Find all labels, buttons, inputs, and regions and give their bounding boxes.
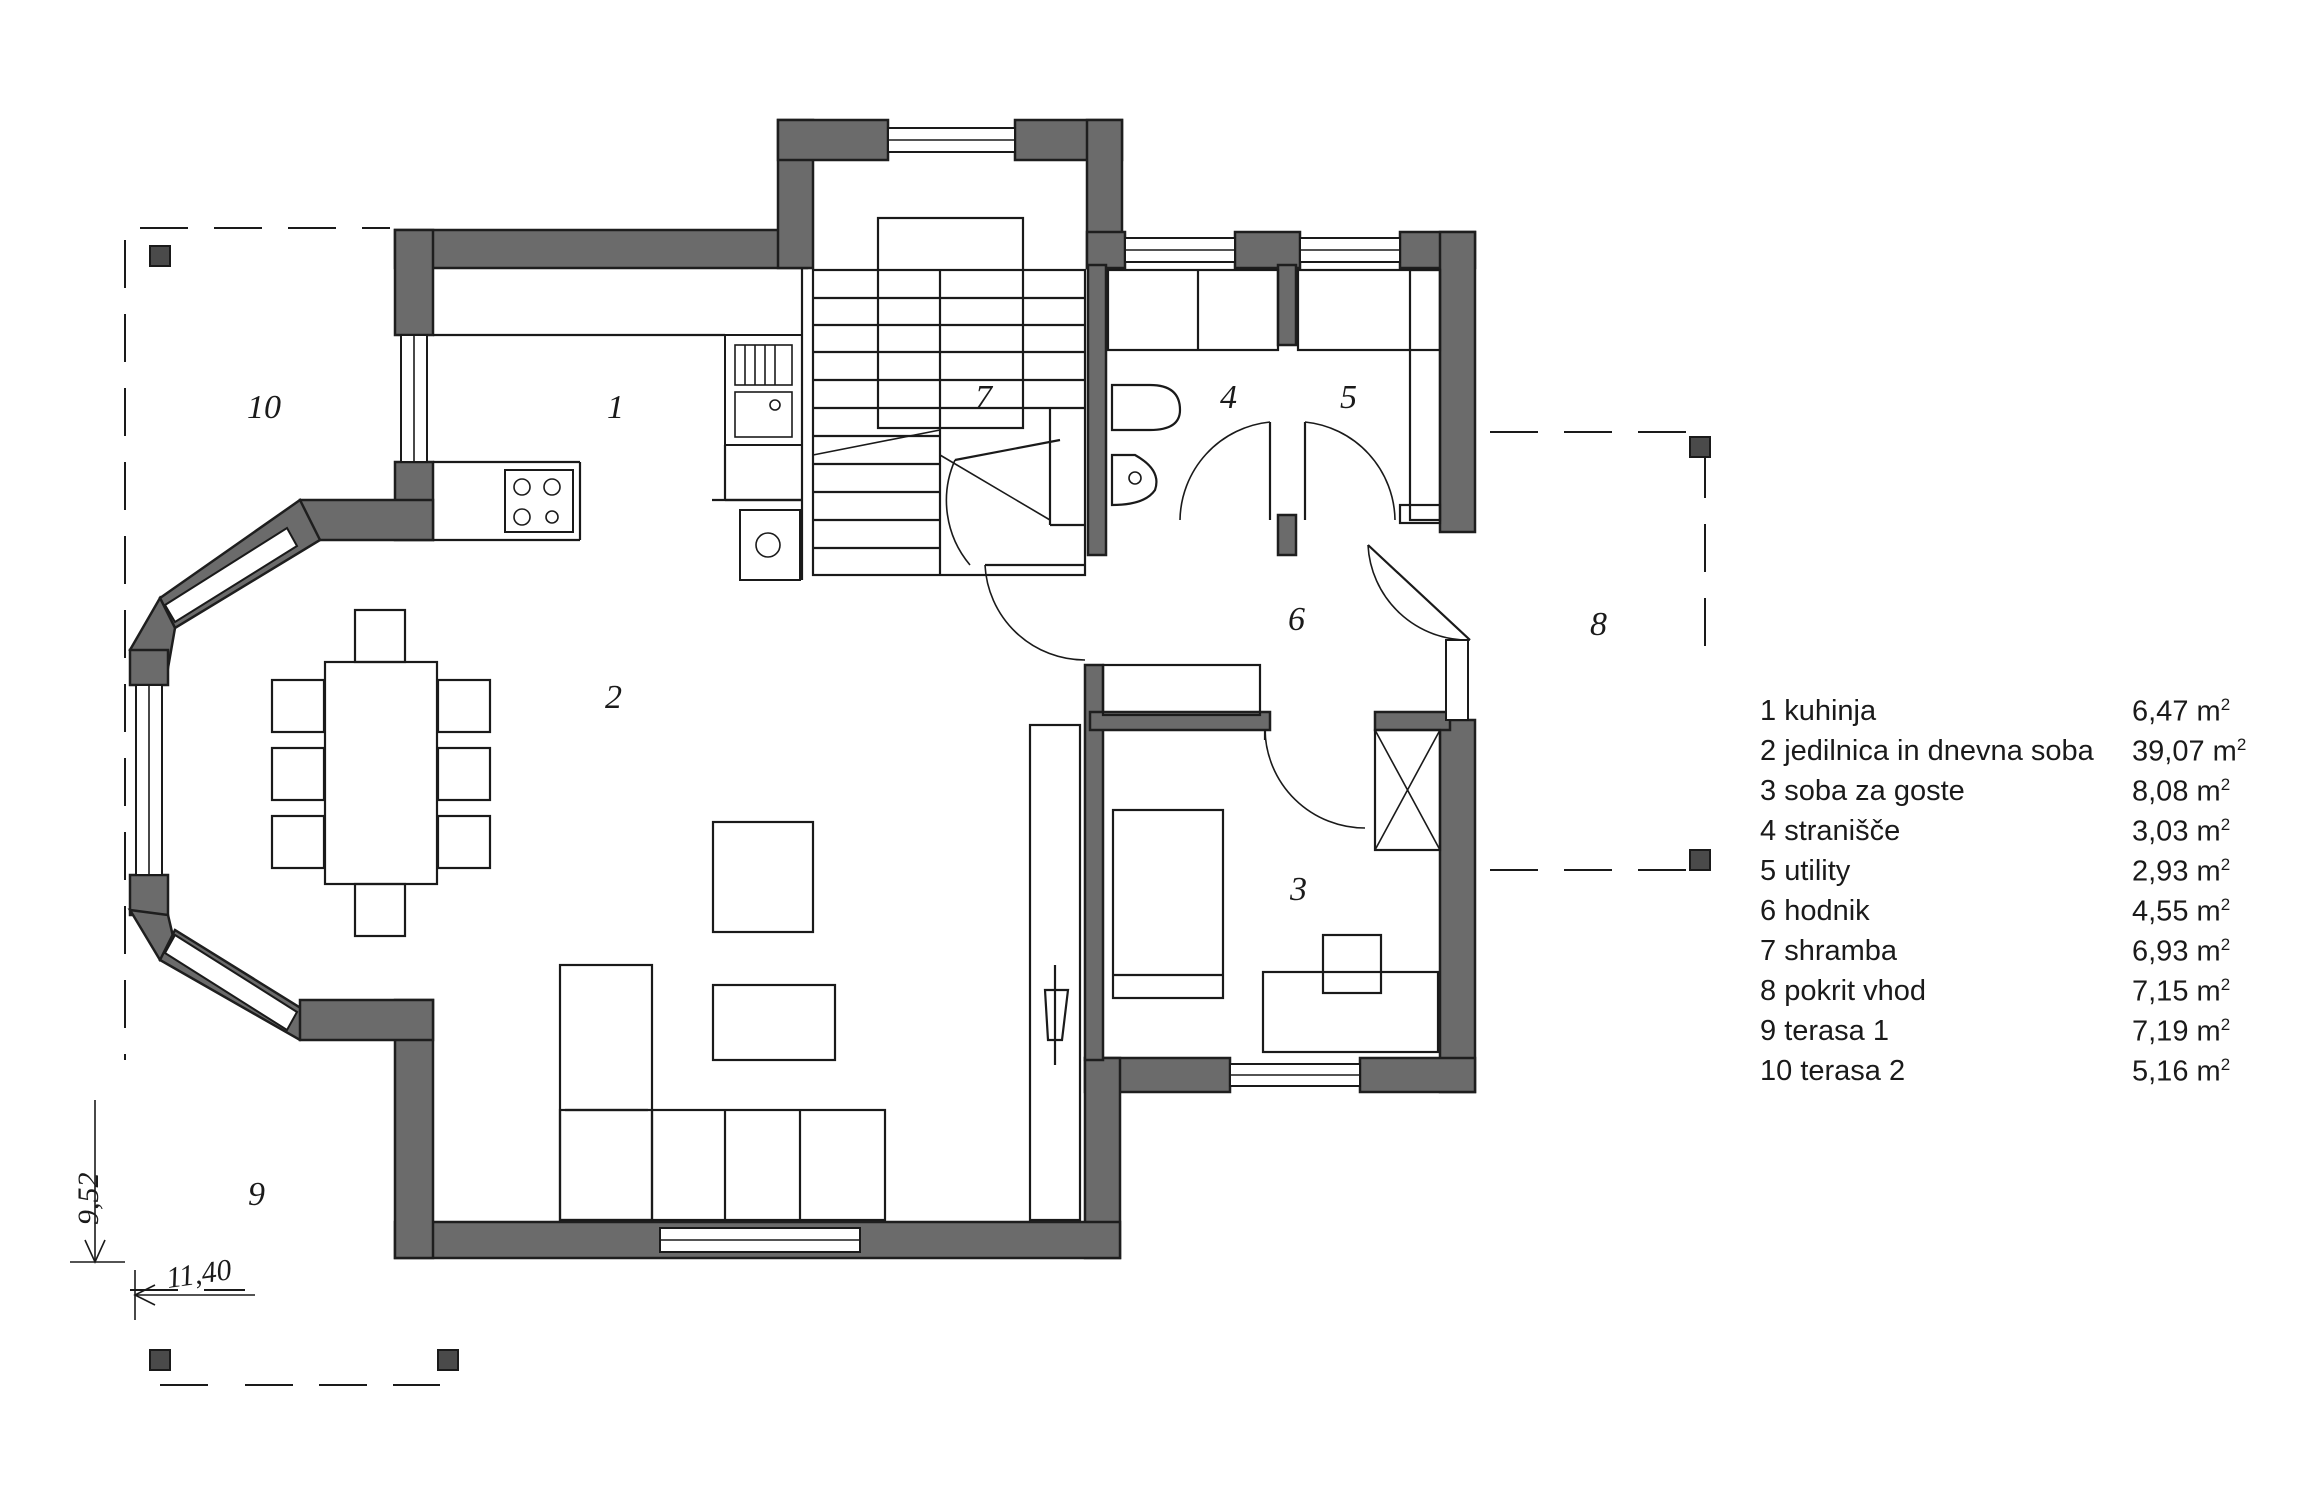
legend-row: 7 shramba 6,93 m2	[1760, 935, 2231, 968]
room-label-6: 6	[1288, 601, 1305, 638]
room-area-legend: 1 kuhinja 6,47 m2 2 jedilnica in dnevna …	[1760, 695, 2260, 1095]
room-label-3: 3	[1289, 871, 1307, 908]
legend-row: 9 terasa 1 7,19 m2	[1760, 1015, 2231, 1048]
legend-row: 10 terasa 2 5,16 m2	[1760, 1055, 2231, 1088]
legend-row: 1 kuhinja 6,47 m2	[1760, 695, 2231, 728]
room-label-8: 8	[1590, 606, 1607, 643]
utility-fixtures	[1296, 268, 1442, 525]
room-label-7: 7	[975, 379, 994, 416]
legend-row: 8 pokrit vhod 7,15 m2	[1760, 975, 2231, 1008]
room-label-5: 5	[1340, 379, 1357, 416]
room-label-10: 10	[247, 389, 281, 426]
hallway-wardrobe	[1101, 663, 1262, 717]
terrace-outlines	[124, 227, 1706, 1386]
kitchen-fixtures	[433, 268, 804, 581]
room-label-1: 1	[607, 389, 624, 426]
staircase	[811, 216, 1087, 577]
toilet-fixtures	[1106, 268, 1280, 507]
legend-row: 6 hodnik 4,55 m2	[1760, 895, 2231, 928]
dimension-width: 11,40	[164, 1253, 233, 1295]
legend-row: 3 soba za goste 8,08 m2	[1760, 775, 2231, 808]
windows	[135, 127, 1469, 1253]
overall-dimensions: 9,52 11,40	[70, 1100, 255, 1320]
legend-row: 5 utility 2,93 m2	[1760, 855, 2231, 888]
dimension-depth: 9,52	[72, 1173, 105, 1226]
dining-set	[270, 608, 492, 938]
room-label-4: 4	[1220, 379, 1237, 416]
legend-row: 4 stranišče 3,03 m2	[1760, 815, 2231, 848]
legend-row: 2 jedilnica in dnevna soba 39,07 m2	[1760, 735, 2247, 768]
room-label-9: 9	[248, 1176, 265, 1213]
guest-room-furniture	[1111, 728, 1442, 1054]
living-furniture	[558, 820, 887, 1222]
terrace-posts	[149, 245, 1711, 1371]
room-number-labels: 1 2 3 4 5 6 7 8 9 10	[247, 379, 1607, 1213]
room-label-2: 2	[605, 679, 622, 716]
doors	[945, 421, 1471, 1222]
